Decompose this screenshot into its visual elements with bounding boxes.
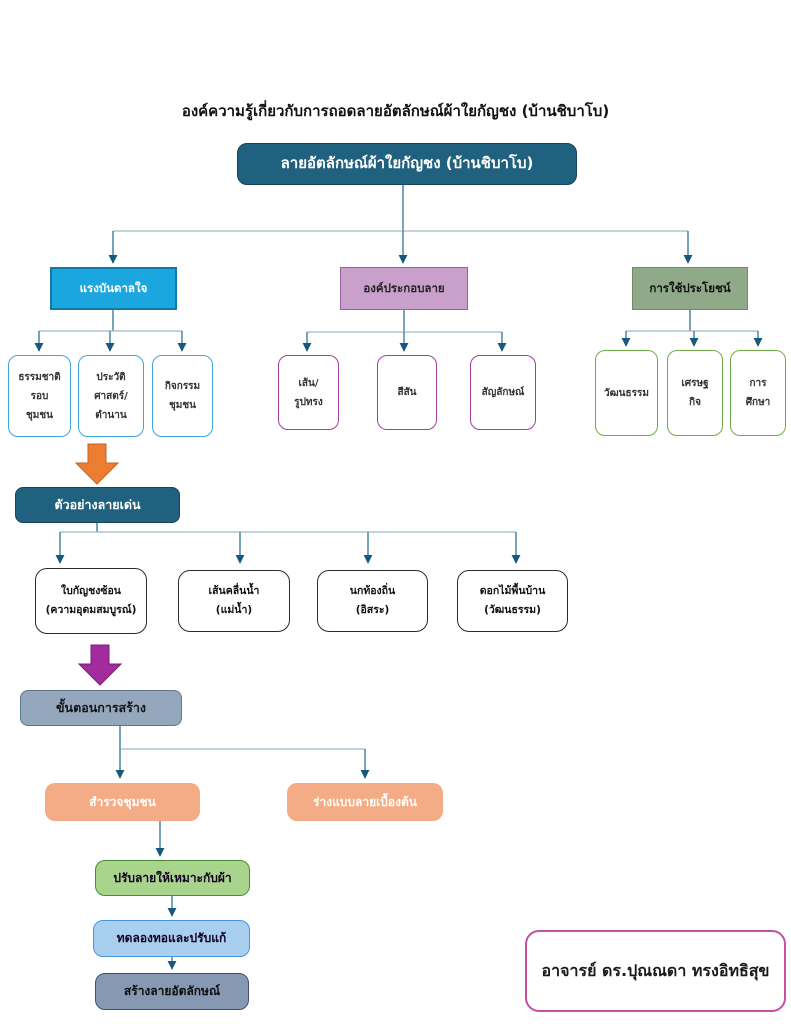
node-nature-community: ธรรมชาติ รอบ ชุมชน	[8, 355, 71, 437]
node-utilization: การใช้ประโยชน์	[632, 267, 748, 310]
node-pattern-elements: องค์ประกอบลาย	[340, 267, 468, 310]
node-step-trial-weave: ทดลองทอและปรับแก้	[93, 920, 250, 957]
diagram-title: องค์ความรู้เกี่ยวกับการถอดลายอัตลักษณ์ผ้…	[181, 102, 610, 120]
node-step-draft-pattern: ร่างแบบลายเบื้องต้น	[287, 783, 443, 821]
node-education: การ ศึกษา	[730, 350, 786, 436]
node-economy: เศรษฐ กิจ	[667, 350, 723, 436]
node-hemp-leaf-pattern: ใบกัญชงซ้อน (ความอุดมสมบูรณ์)	[35, 568, 147, 634]
node-lines-shapes: เส้น/ รูปทรง	[278, 355, 339, 430]
node-local-bird-pattern: นกท้องถิ่น (อิสระ)	[317, 570, 428, 632]
node-symbols: สัญลักษณ์	[470, 355, 536, 430]
node-step-adjust-pattern: ปรับลายให้เหมาะกับผ้า	[95, 860, 250, 896]
down-arrow-orange-icon	[75, 443, 119, 485]
node-community-activities: กิจกรรม ชุมชน	[152, 355, 213, 437]
node-step-survey-community: สำรวจชุมชน	[45, 783, 200, 821]
node-inspiration: แรงบันดาลใจ	[50, 267, 177, 310]
node-culture: วัฒนธรรม	[595, 350, 658, 436]
node-history-legend: ประวัติ ศาสตร์/ ตำนาน	[78, 355, 144, 437]
down-arrow-purple-icon	[78, 644, 122, 686]
node-folk-flower-pattern: ดอกไม้พื้นบ้าน (วัฒนธรรม)	[457, 570, 568, 632]
node-creation-steps: ขั้นตอนการสร้าง	[20, 690, 182, 726]
node-colors: สีสัน	[377, 355, 437, 430]
node-example-patterns: ตัวอย่างลายเด่น	[15, 487, 180, 523]
credit-box: อาจารย์ ดร.ปุณณดา ทรงอิทธิสุข	[525, 930, 786, 1012]
node-root: ลายอัตลักษณ์ผ้าใยกัญชง (บ้านชิบาโบ)	[237, 143, 577, 185]
node-step-create-identity: สร้างลายอัตลักษณ์	[95, 973, 249, 1010]
node-water-wave-pattern: เส้นคลื่นน้ำ (แม่น้ำ)	[178, 570, 290, 632]
